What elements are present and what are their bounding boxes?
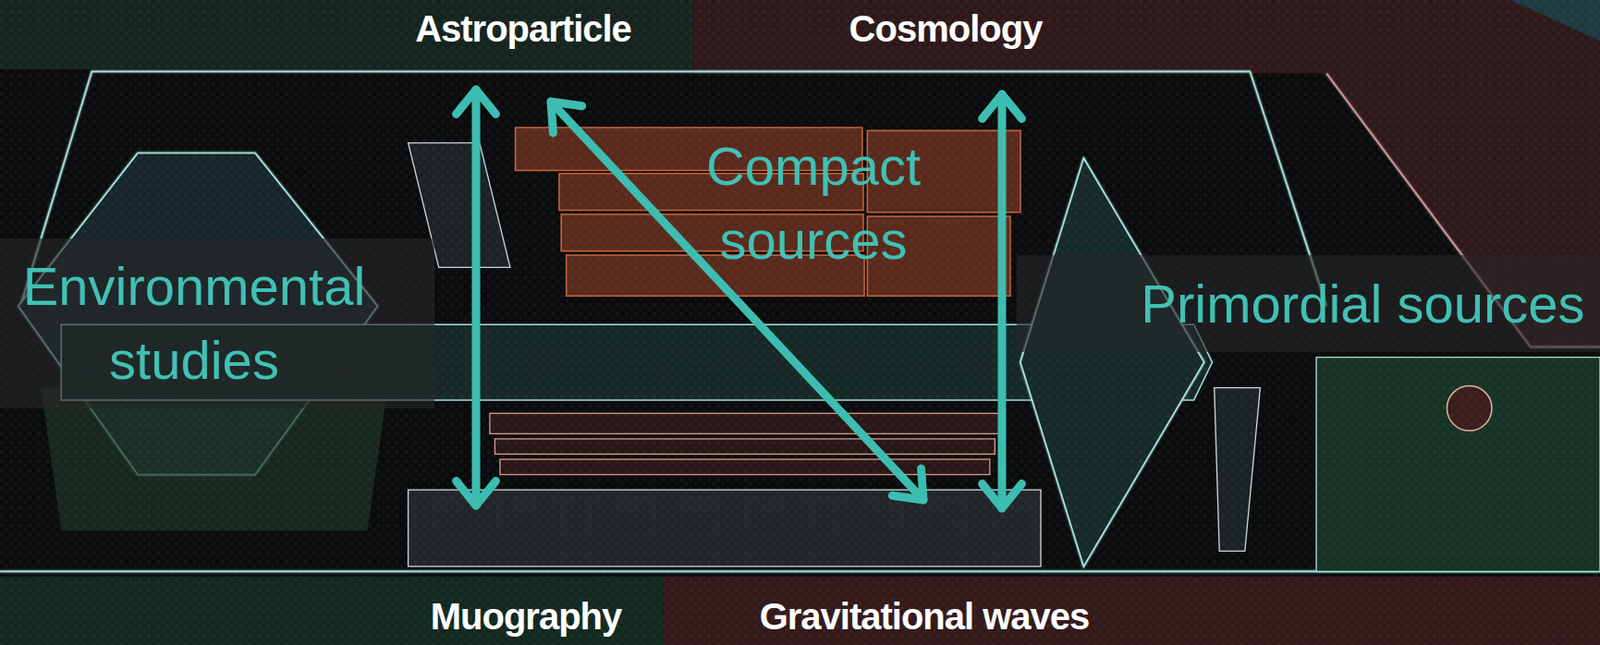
node-label: Gravitational waves	[759, 595, 1090, 638]
science-case: Compact sources	[674, 129, 953, 278]
node-label: Compact sources	[674, 129, 953, 278]
science-band: Primordial sources	[1016, 255, 1600, 353]
topic-heading: Cosmology	[849, 7, 1043, 50]
arrow-head	[982, 484, 1023, 509]
topic-heading: Muography	[430, 595, 623, 638]
arrow-shaft	[998, 94, 1007, 509]
node-label: Environmental studies	[0, 249, 389, 398]
node-label: Muography	[430, 595, 623, 638]
node-label: Astroparticle	[415, 7, 632, 50]
science-band: Environmental studies	[0, 238, 435, 409]
arrow-head	[891, 468, 924, 501]
arrow-head	[982, 94, 1023, 119]
node-label: Primordial sources	[1125, 267, 1600, 342]
arrow-head	[456, 89, 497, 114]
node-label: Cosmology	[849, 7, 1043, 50]
arrow-head	[456, 481, 497, 506]
topic-heading: Astroparticle	[415, 7, 632, 50]
double-arrow	[982, 94, 1023, 509]
double-arrow	[456, 89, 497, 506]
arrow-head	[550, 101, 583, 134]
arrow-shaft	[472, 89, 481, 506]
topic-heading: Gravitational waves	[759, 595, 1090, 638]
